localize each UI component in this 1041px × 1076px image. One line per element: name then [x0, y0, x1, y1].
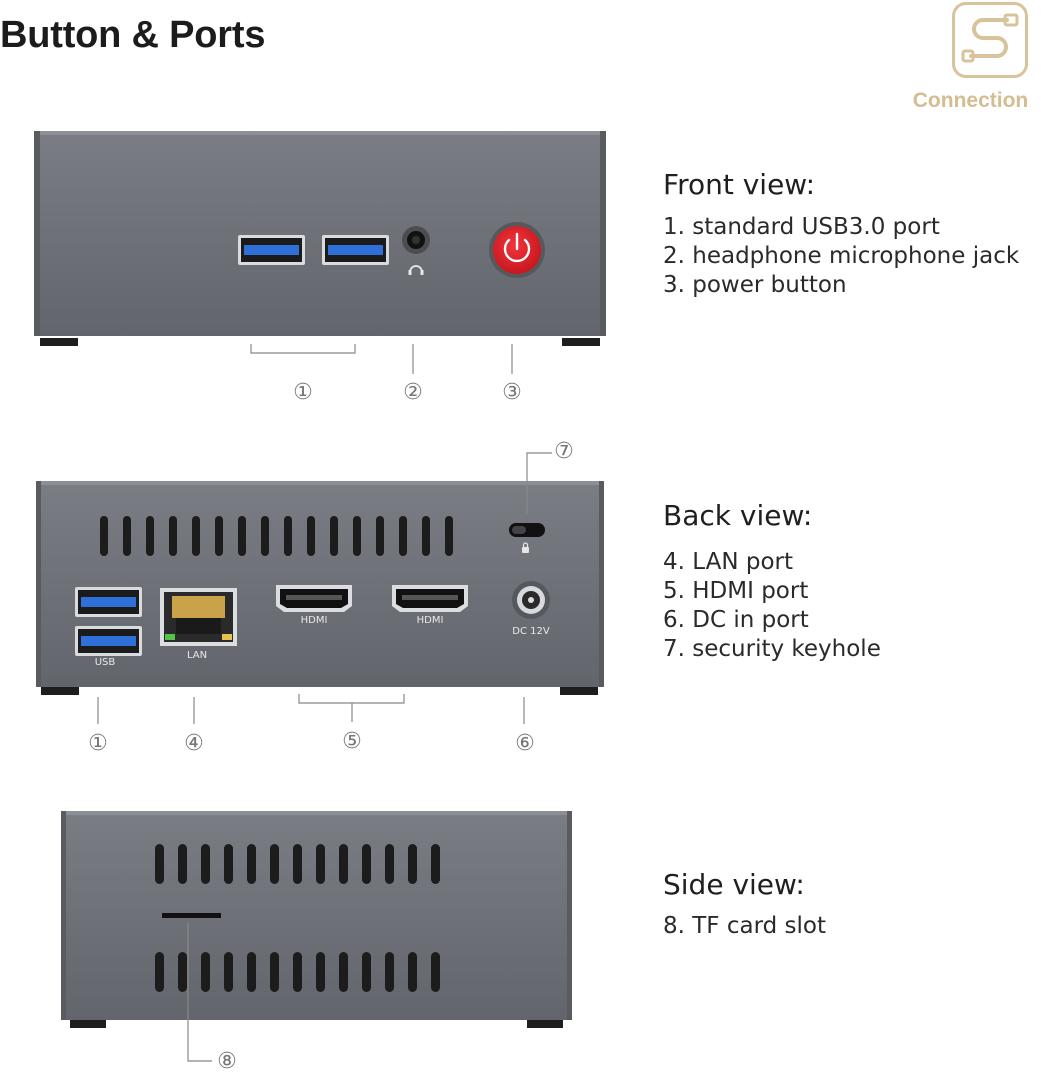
back-view-item: 7. security keyhole: [663, 636, 881, 662]
hdmi-port-1-label: HDMI: [300, 615, 328, 626]
callout-back-7: ⑦: [554, 439, 574, 464]
hdmi-port-1: [276, 585, 352, 612]
front-view-heading: Front view:: [663, 168, 816, 201]
callout-front-2: ②: [403, 380, 423, 405]
side-vents-upper: [155, 844, 440, 884]
side-view-heading: Side view:: [663, 868, 805, 901]
callout-back-4: ④: [184, 731, 204, 756]
headphone-icon: [408, 265, 424, 275]
dc-port-label: DC 12V: [512, 626, 550, 637]
lan-port-label: LAN: [186, 650, 208, 661]
callout-front-3: ③: [502, 380, 522, 405]
back-vents: [100, 516, 453, 556]
front-view-item: 1. standard USB3.0 port: [663, 214, 940, 240]
callout-back-6: ⑥: [515, 731, 535, 756]
security-keyhole: [509, 523, 545, 537]
front-callout-lines: [250, 344, 513, 374]
connection-cable-icon: [961, 13, 1019, 63]
page-title: Button & Ports: [0, 14, 266, 56]
back-callout-lines: [97, 452, 552, 724]
side-view-device: [61, 811, 572, 1028]
callout-side-8: ⑧: [217, 1049, 237, 1074]
back-usb-port-2: [75, 626, 142, 656]
back-view-item: 4. LAN port: [663, 549, 793, 575]
lan-port: [160, 588, 237, 646]
back-view-list: 4. LAN port 5. HDMI port 6. DC in port 7…: [663, 548, 881, 664]
callout-back-5: ⑤: [342, 729, 362, 754]
side-callout-lines: [187, 923, 212, 1062]
side-view-list: 8. TF card slot: [663, 912, 826, 941]
usb-port-label: USB: [94, 657, 116, 668]
back-view-item: 6. DC in port: [663, 607, 809, 633]
front-view-item: 2. headphone microphone jack: [663, 243, 1020, 269]
back-view-heading: Back view:: [663, 499, 813, 532]
front-foot-right: [562, 338, 600, 346]
front-usb-port-1: [238, 235, 305, 265]
front-view-item: 3. power button: [663, 272, 847, 298]
power-button: [489, 222, 545, 278]
callout-front-1: ①: [293, 380, 313, 405]
front-usb-port-2: [322, 235, 389, 265]
badge-label: Connection: [912, 89, 1029, 112]
front-foot-left: [40, 338, 78, 346]
connection-badge: [952, 2, 1028, 78]
hdmi-port-2-label: HDMI: [416, 615, 444, 626]
back-view-device: [36, 481, 604, 695]
hdmi-port-2: [392, 585, 468, 612]
lock-icon: [522, 542, 529, 553]
side-vents-lower: [155, 952, 440, 992]
tf-card-slot: [162, 913, 221, 918]
dc-in-port: [512, 581, 550, 619]
front-view-device: [34, 131, 606, 346]
power-icon: [503, 232, 531, 263]
back-usb-port-1: [75, 587, 142, 617]
callout-back-1: ①: [88, 731, 108, 756]
back-view-item: 5. HDMI port: [663, 578, 809, 604]
headphone-jack: [402, 226, 430, 254]
side-view-item: 8. TF card slot: [663, 913, 827, 939]
front-view-list: 1. standard USB3.0 port 2. headphone mic…: [663, 213, 1019, 300]
